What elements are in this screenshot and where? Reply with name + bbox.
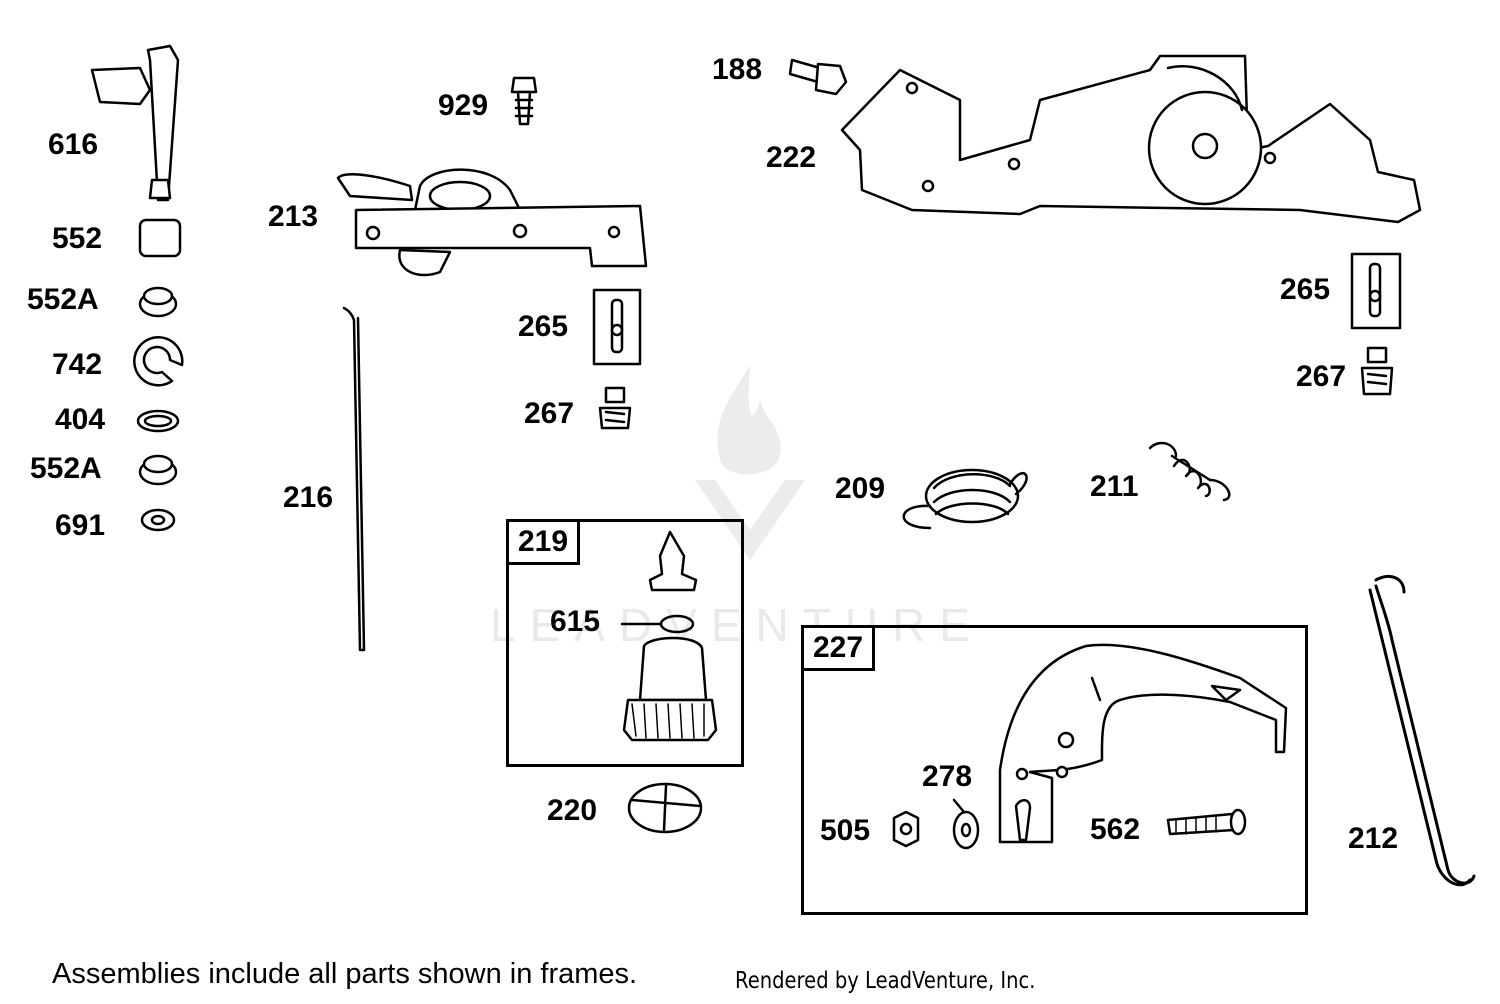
render-credit: Rendered by LeadVenture, Inc. bbox=[735, 968, 1036, 994]
clip-265-b bbox=[1350, 252, 1402, 330]
screw-267-a bbox=[598, 386, 632, 430]
control-bracket-213 bbox=[336, 168, 648, 277]
label-220: 220 bbox=[547, 794, 598, 827]
frame-219: 219 bbox=[506, 519, 744, 767]
label-213: 213 bbox=[268, 200, 319, 233]
label-265-b: 265 bbox=[1280, 273, 1331, 306]
label-267-a: 267 bbox=[524, 397, 575, 430]
label-552a-2: 552A bbox=[30, 452, 102, 485]
label-211: 211 bbox=[1090, 470, 1139, 503]
label-222: 222 bbox=[766, 141, 817, 174]
label-615: 615 bbox=[550, 605, 601, 638]
label-216: 216 bbox=[283, 481, 334, 514]
screw-267-b bbox=[1360, 346, 1394, 396]
link-rod-216 bbox=[342, 306, 366, 652]
label-209: 209 bbox=[835, 472, 886, 505]
nut-505 bbox=[892, 810, 920, 848]
label-267-b: 267 bbox=[1296, 360, 1347, 393]
label-742: 742 bbox=[52, 348, 103, 381]
clip-265-a bbox=[592, 288, 642, 366]
assemblies-note: Assemblies include all parts shown in fr… bbox=[52, 958, 638, 990]
spring-211 bbox=[1148, 441, 1231, 502]
governor-shaft-616 bbox=[90, 44, 180, 202]
governor-cup-220 bbox=[627, 782, 703, 834]
label-562: 562 bbox=[1090, 813, 1141, 846]
label-188: 188 bbox=[712, 53, 763, 86]
label-929: 929 bbox=[438, 89, 489, 122]
label-278: 278 bbox=[922, 760, 973, 793]
label-404: 404 bbox=[55, 403, 106, 436]
label-265-a: 265 bbox=[518, 310, 569, 343]
governor-gear-assembly-219 bbox=[620, 530, 718, 742]
spring-209 bbox=[902, 468, 1028, 530]
screw-929 bbox=[510, 76, 538, 126]
watermark-logo-icon bbox=[695, 365, 805, 560]
screw-562 bbox=[1166, 808, 1247, 836]
governor-bracket-222 bbox=[840, 54, 1422, 224]
frame-219-tag: 219 bbox=[509, 522, 581, 565]
e-ring-742 bbox=[133, 336, 184, 387]
bushing-552 bbox=[138, 218, 182, 258]
washer-278 bbox=[952, 798, 980, 850]
frame-227: 227 bbox=[801, 625, 1308, 915]
label-505: 505 bbox=[820, 814, 871, 847]
label-691: 691 bbox=[55, 509, 106, 542]
label-616: 616 bbox=[48, 128, 99, 161]
control-lever-assembly-227 bbox=[998, 643, 1288, 844]
label-552a-1: 552A bbox=[27, 283, 99, 316]
label-552: 552 bbox=[52, 222, 103, 255]
bolt-188 bbox=[788, 58, 848, 96]
label-212: 212 bbox=[1348, 822, 1399, 855]
frame-227-tag: 227 bbox=[804, 628, 876, 671]
